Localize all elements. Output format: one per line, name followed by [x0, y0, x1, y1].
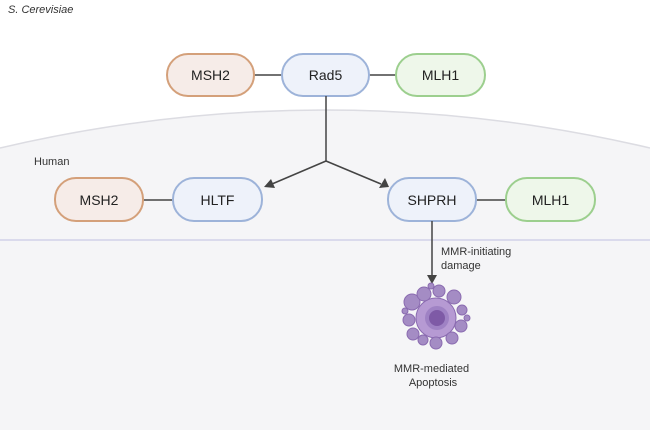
arrow-to-shprh — [325, 160, 382, 185]
apoptotic-cell-icon — [401, 282, 471, 350]
arrowhead-shprh — [379, 178, 389, 188]
protein-label: Rad5 — [309, 67, 343, 83]
arrow-to-hltf — [271, 160, 327, 185]
arrow-label: MMR-initiating damage — [441, 246, 514, 272]
outcome-label: MMR-mediated Apoptosis — [394, 363, 472, 389]
protein-node-yeast-mlh1: MLH1 — [395, 53, 486, 97]
protein-label: MLH1 — [422, 67, 460, 83]
protein-label: MSH2 — [191, 67, 230, 83]
protein-label: MSH2 — [80, 192, 119, 208]
protein-node-rad5: Rad5 — [281, 53, 370, 97]
arrow-label-line-2: damage — [441, 260, 481, 272]
organism-label-human: Human — [34, 156, 69, 168]
outcome-label-line-2: Apoptosis — [409, 377, 458, 389]
protein-node-human-mlh1: MLH1 — [505, 177, 596, 222]
protein-node-shprh: SHPRH — [387, 177, 477, 222]
outcome-label-line-1: MMR-mediated — [394, 363, 469, 375]
organism-label-yeast: S. Cerevisiae — [8, 4, 73, 16]
protein-label: SHPRH — [407, 192, 456, 208]
protein-label: HLTF — [201, 192, 235, 208]
arrow-label-line-1: MMR-initiating — [441, 246, 511, 258]
arrowhead-hltf — [264, 179, 275, 188]
human-cell-region — [0, 110, 650, 430]
protein-label: MLH1 — [532, 192, 570, 208]
protein-node-yeast-msh2: MSH2 — [166, 53, 255, 97]
protein-node-hltf: HLTF — [172, 177, 263, 222]
arrowhead-apoptosis — [427, 275, 437, 284]
cell-membrane-arc — [0, 109, 650, 149]
protein-node-human-msh2: MSH2 — [54, 177, 144, 222]
